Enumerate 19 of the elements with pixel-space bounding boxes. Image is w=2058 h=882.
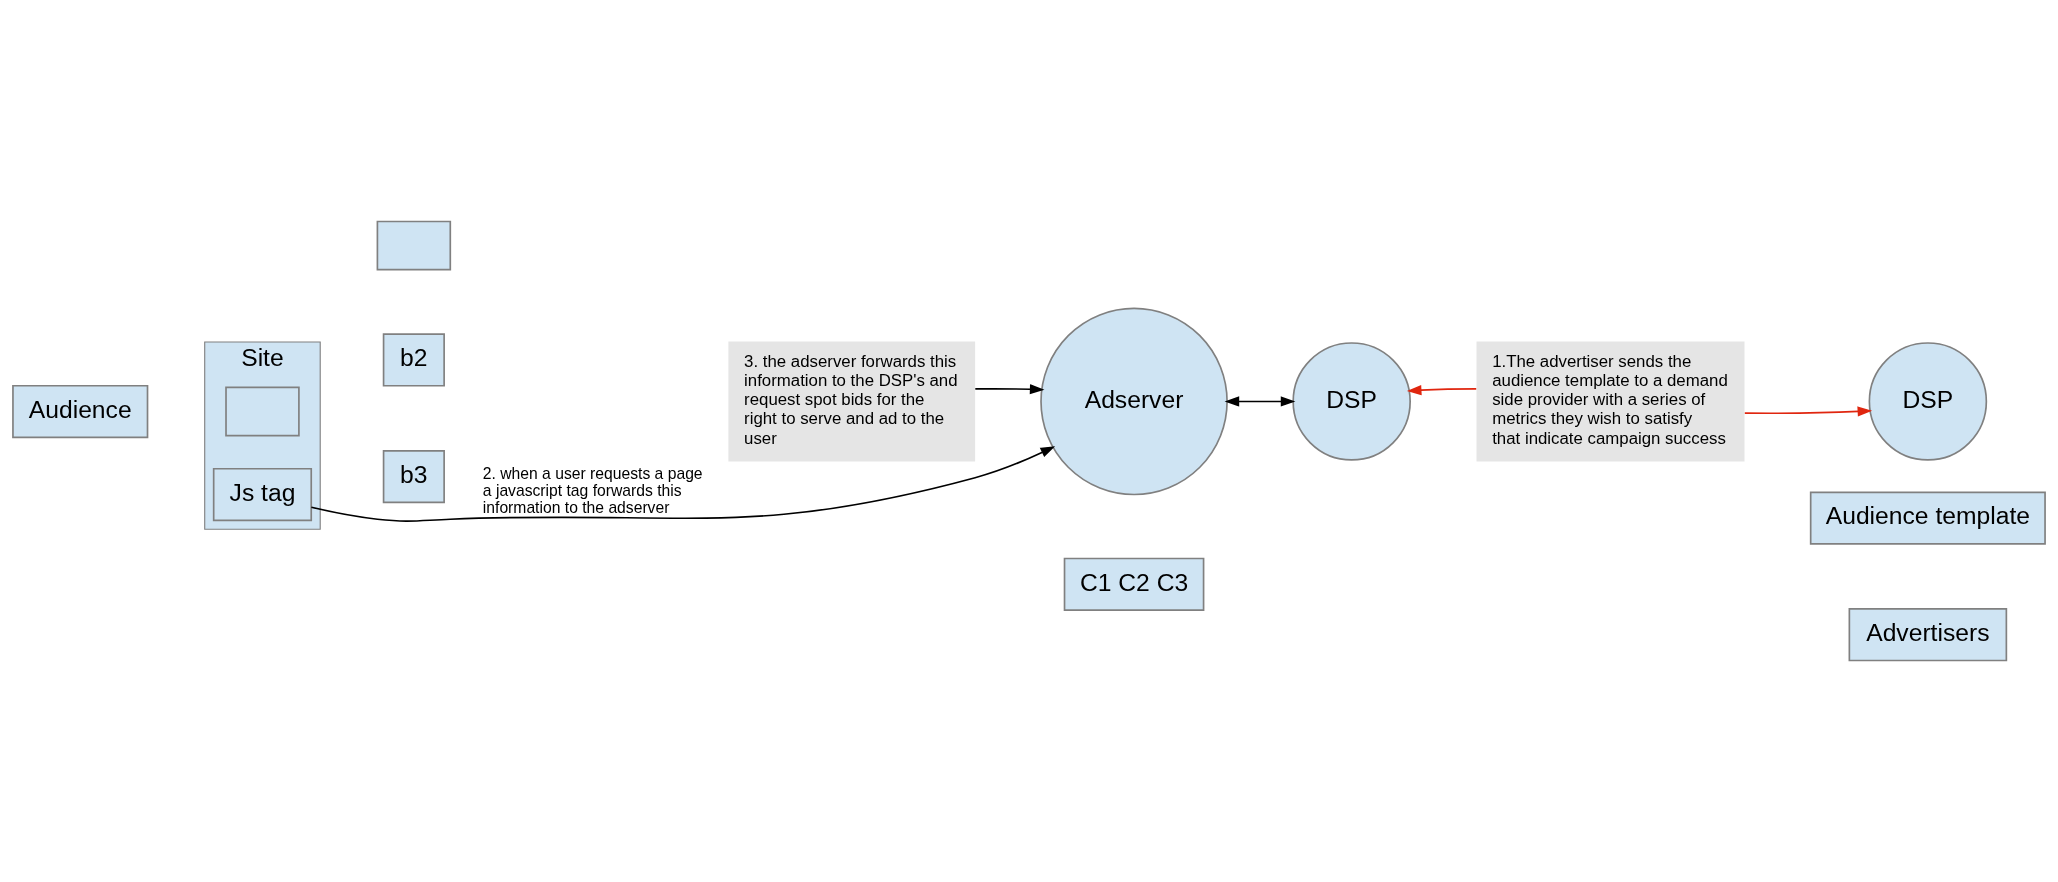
node-box: 3. the adserver forwards this information to the DSP's and request spot bids for the right to serve and ad to the user bbox=[728, 341, 976, 462]
node-box: C1 C2 C3 bbox=[1063, 557, 1205, 611]
node-box: Js tag bbox=[212, 467, 313, 522]
node-box: b2 bbox=[382, 333, 445, 387]
node-box bbox=[376, 220, 452, 271]
node-box bbox=[225, 386, 300, 437]
edge-label: 2. when a user requests a page a javascript tag forwards this information to the adserver bbox=[482, 465, 703, 516]
arrow bbox=[310, 446, 1056, 522]
node-box: Audience bbox=[12, 384, 149, 439]
node-circle: DSP bbox=[1292, 342, 1411, 461]
arrow bbox=[1744, 406, 1873, 417]
node-box: Audience template bbox=[1809, 491, 2046, 545]
node-box: Advertisers bbox=[1848, 608, 2008, 662]
node-circle: DSP bbox=[1868, 342, 1988, 461]
node-box: 1.The advertiser sends the audience template to a demand side provider with a series of metrics they wish to satisfy that indicate campaign success bbox=[1476, 341, 1745, 462]
arrow bbox=[974, 384, 1045, 395]
arrow bbox=[1406, 385, 1478, 396]
node-box: b3 bbox=[382, 449, 445, 504]
arrow bbox=[1224, 396, 1296, 407]
